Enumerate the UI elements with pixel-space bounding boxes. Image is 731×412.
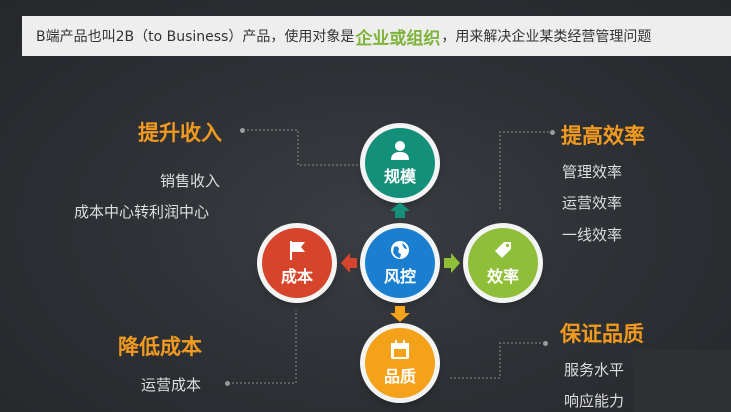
node-right-label: 效率 <box>486 267 519 286</box>
calendar-icon <box>389 339 411 361</box>
node-center: 风控 <box>365 228 435 298</box>
banner: B端产品也叫2B（to Business）产品，使用对象是企业或组织，用来解决企… <box>22 16 731 56</box>
section-title-reduce-cost: 降低成本 <box>118 335 202 359</box>
section-item: 运营效率 <box>562 194 623 212</box>
arrow-down-icon <box>390 306 410 322</box>
flag-icon <box>286 239 308 261</box>
connector-top-left <box>243 129 362 166</box>
section-item: 响应能力 <box>564 392 625 410</box>
arrow-right-icon <box>444 253 460 273</box>
section-title-improve-efficiency: 提高效率 <box>561 124 645 148</box>
dot-bottom-left <box>225 381 230 386</box>
node-left: 成本 <box>262 228 332 298</box>
node-bottom-label: 品质 <box>383 367 416 386</box>
dot-top-right <box>550 130 555 135</box>
connector-bottom-right <box>450 342 545 379</box>
banner-suffix: ，用来解决企业某类经营管理问题 <box>441 29 652 45</box>
section-item: 管理效率 <box>562 163 623 181</box>
overlay-block <box>633 350 731 412</box>
banner-highlight: 企业或组织 <box>355 28 441 49</box>
node-top-label: 规模 <box>383 167 416 186</box>
arrow-up-icon <box>390 202 410 218</box>
node-bottom: 品质 <box>365 328 435 398</box>
banner-prefix: B端产品也叫2B（to Business）产品，使用对象是 <box>36 29 355 45</box>
tag-icon <box>492 239 514 261</box>
section-title-increase-revenue: 提升收入 <box>138 121 222 145</box>
section-title-ensure-quality: 保证品质 <box>560 322 644 346</box>
dot-bottom-right <box>543 341 548 346</box>
node-top: 规模 <box>365 128 435 198</box>
arrow-left-icon <box>341 253 357 273</box>
connector-bottom-left <box>228 310 297 384</box>
dot-top-left <box>240 128 245 133</box>
connector-top-right <box>499 131 553 210</box>
section-item: 一线效率 <box>562 226 623 244</box>
node-left-label: 成本 <box>280 267 313 286</box>
node-right: 效率 <box>468 228 538 298</box>
globe-icon <box>389 239 411 261</box>
section-item: 成本中心转利润中心 <box>74 203 210 221</box>
section-item: 服务水平 <box>564 361 625 379</box>
user-icon <box>389 139 411 161</box>
section-item: 运营成本 <box>141 376 202 394</box>
section-item: 销售收入 <box>160 172 221 190</box>
node-center-label: 风控 <box>383 267 416 286</box>
